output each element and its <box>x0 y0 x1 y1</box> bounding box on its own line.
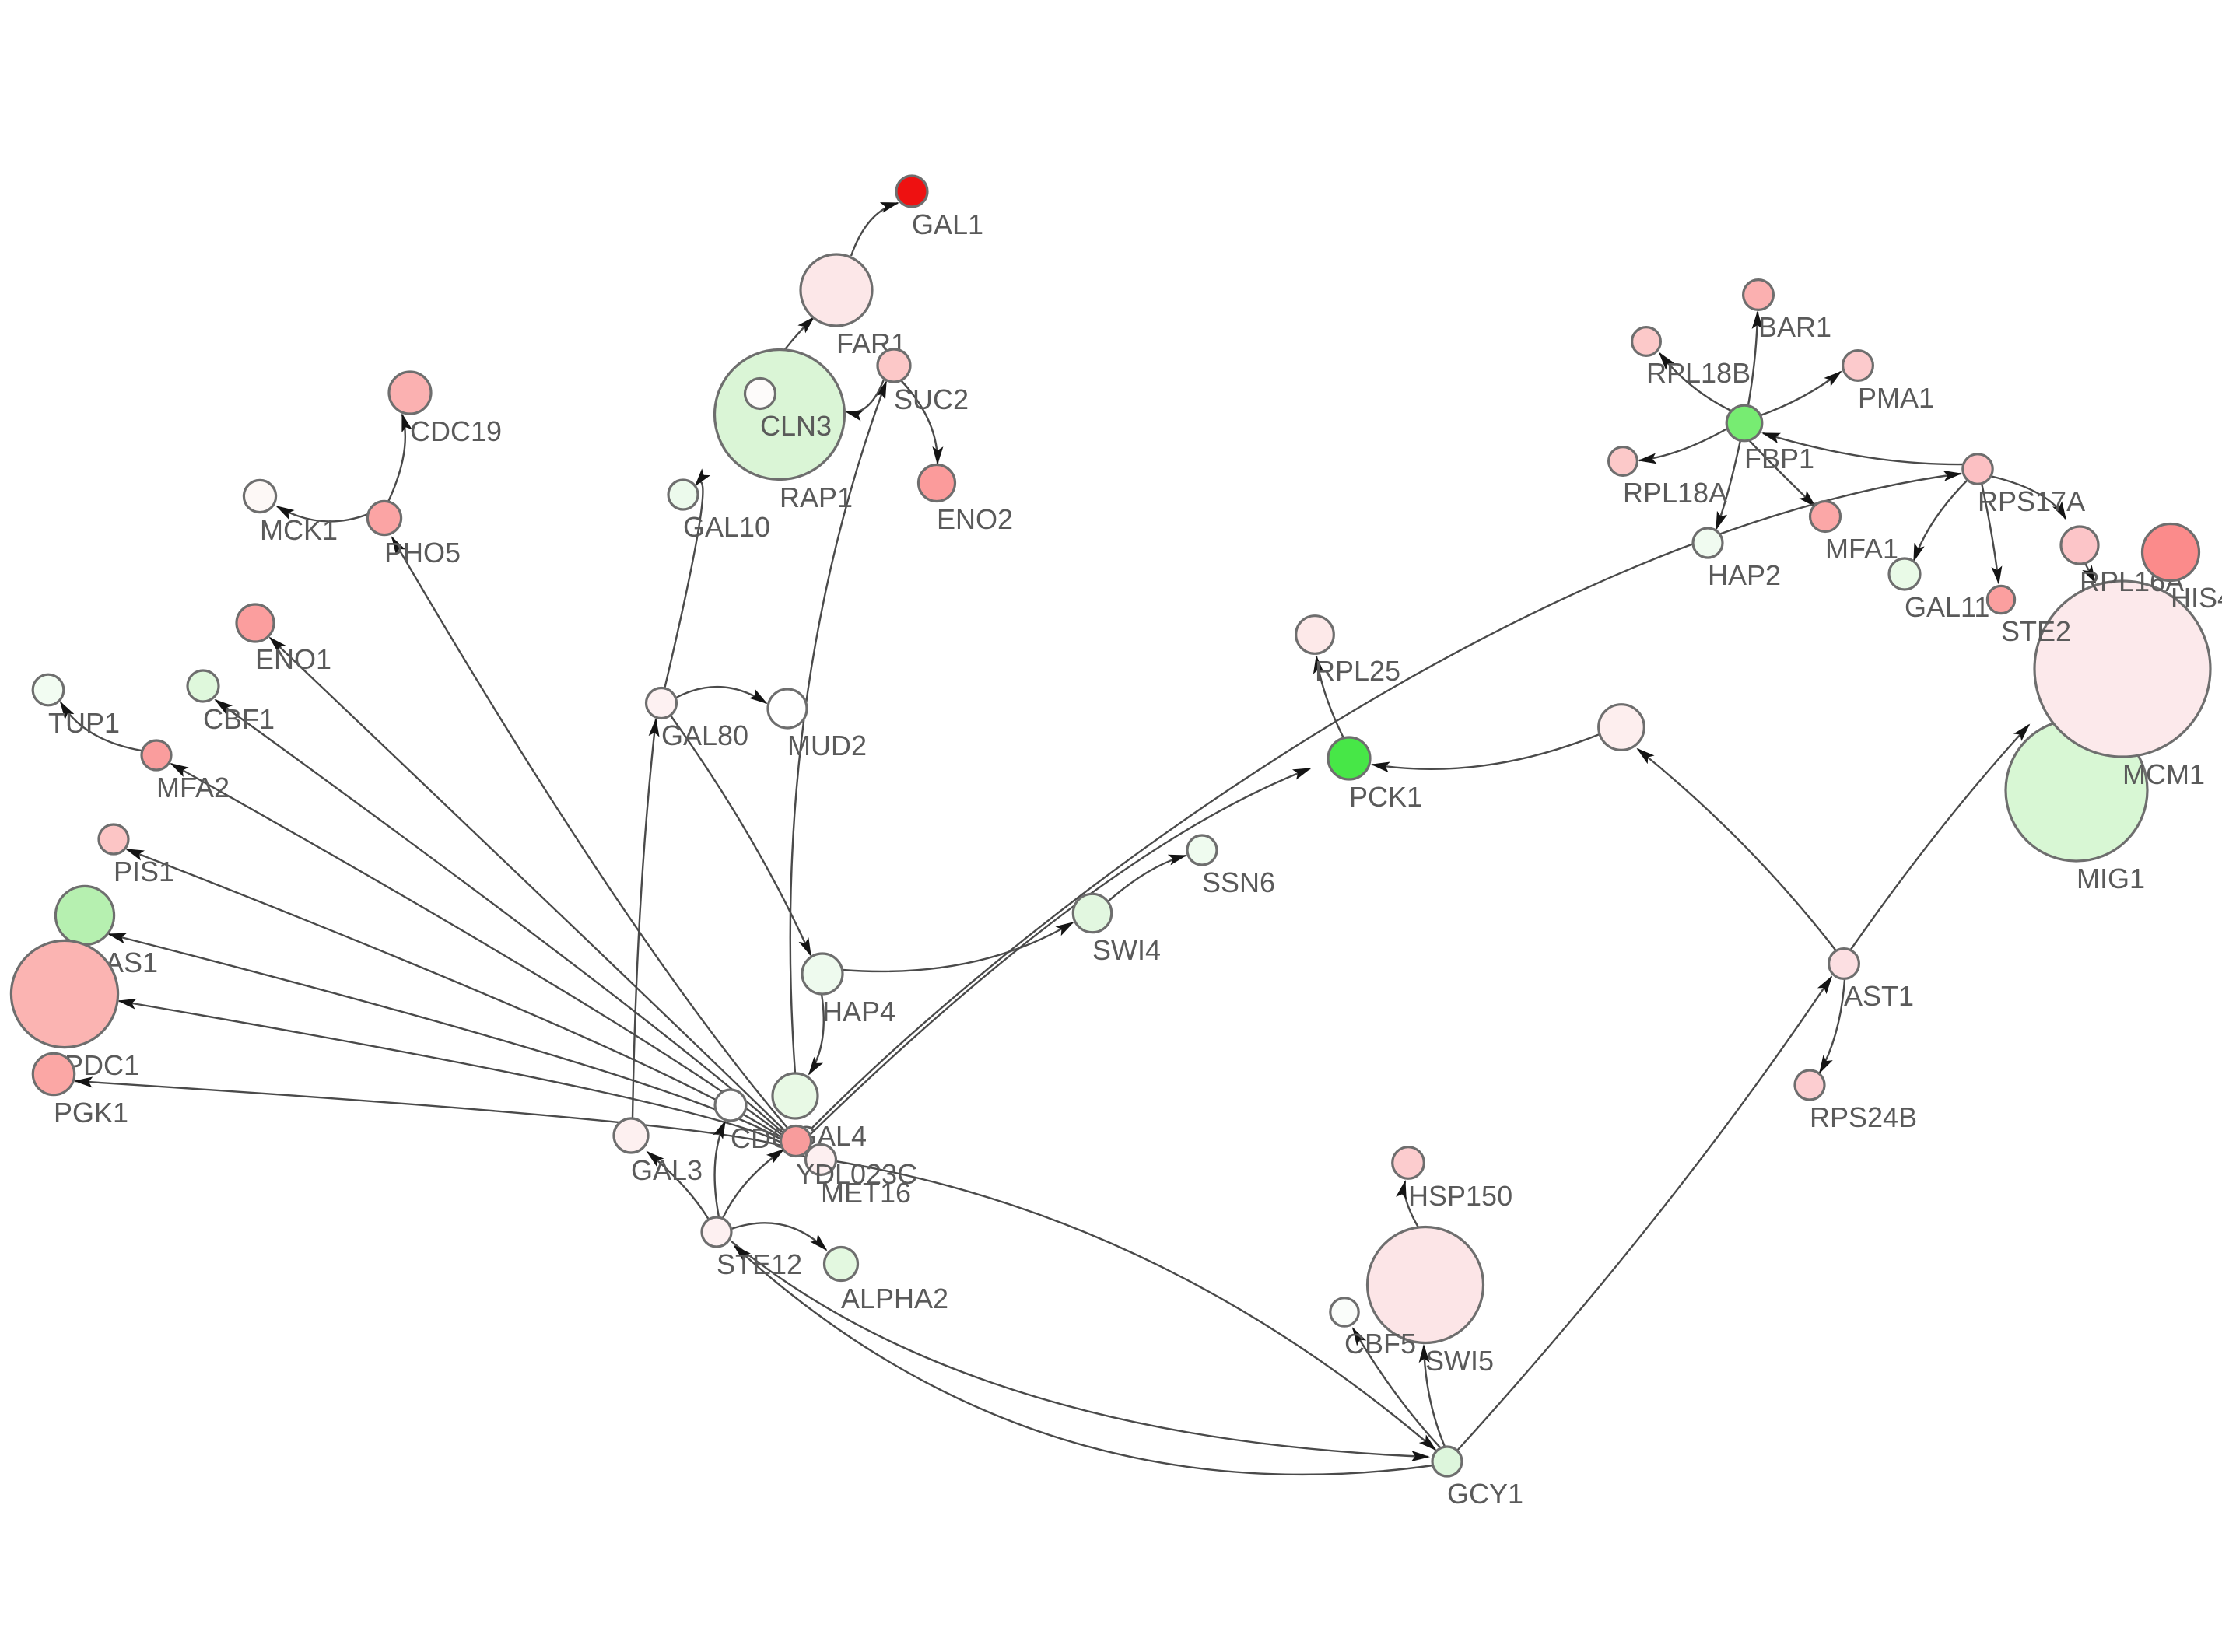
svg-text:GAL11: GAL11 <box>1905 591 1989 623</box>
svg-text:SWI4: SWI4 <box>1092 934 1161 966</box>
svg-text:SWI5: SWI5 <box>1425 1345 1494 1377</box>
svg-text:PIS1: PIS1 <box>114 856 174 887</box>
svg-text:SSN6: SSN6 <box>1202 866 1275 898</box>
svg-text:GAL10: GAL10 <box>683 511 770 543</box>
svg-text:CBF1: CBF1 <box>203 703 275 735</box>
svg-text:CBF5: CBF5 <box>1344 1328 1416 1360</box>
svg-text:MFA1: MFA1 <box>1825 533 1898 565</box>
svg-text:HAP2: HAP2 <box>1708 559 1781 591</box>
svg-text:RPS24B: RPS24B <box>1810 1101 1917 1133</box>
svg-text:RPS17A: RPS17A <box>1978 485 2085 517</box>
svg-text:RAP1: RAP1 <box>780 481 853 513</box>
svg-text:YDL023C: YDL023C <box>796 1158 917 1190</box>
svg-text:CDC19: CDC19 <box>410 415 502 447</box>
svg-text:PMA1: PMA1 <box>1858 382 1934 414</box>
svg-text:HSP150: HSP150 <box>1408 1180 1512 1212</box>
svg-text:RPL18B: RPL18B <box>1646 357 1751 389</box>
svg-text:ALPHA2: ALPHA2 <box>841 1283 948 1314</box>
svg-text:MIG1: MIG1 <box>2077 863 2145 894</box>
svg-text:MCM1: MCM1 <box>2122 758 2205 790</box>
svg-text:GAL3: GAL3 <box>631 1154 703 1186</box>
svg-text:STE2: STE2 <box>2001 615 2071 647</box>
svg-text:PDC1: PDC1 <box>65 1049 139 1081</box>
svg-text:PHO5: PHO5 <box>384 537 461 569</box>
svg-text:ENO2: ENO2 <box>937 503 1013 535</box>
svg-text:BAR1: BAR1 <box>1758 311 1831 343</box>
svg-text:GCY1: GCY1 <box>1447 1478 1523 1510</box>
svg-text:SUC2: SUC2 <box>894 383 969 415</box>
svg-text:CLN3: CLN3 <box>760 410 832 442</box>
svg-text:MET16: MET16 <box>821 1177 911 1209</box>
svg-text:ENO1: ENO1 <box>255 643 331 675</box>
svg-text:MUD2: MUD2 <box>787 730 867 761</box>
svg-text:PGK1: PGK1 <box>54 1097 128 1129</box>
svg-text:MCK1: MCK1 <box>260 514 338 546</box>
svg-text:FBP1: FBP1 <box>1744 443 1814 474</box>
svg-text:RPL25: RPL25 <box>1315 655 1400 687</box>
svg-text:HAP4: HAP4 <box>822 996 895 1027</box>
svg-text:AST1: AST1 <box>1844 980 1914 1012</box>
svg-text:MFA2: MFA2 <box>156 772 230 803</box>
svg-text:RPL18A: RPL18A <box>1623 477 1727 509</box>
svg-text:GAL80: GAL80 <box>661 719 748 751</box>
svg-text:HIS4: HIS4 <box>2171 582 2222 614</box>
svg-text:STE12: STE12 <box>717 1248 802 1280</box>
svg-text:PCK1: PCK1 <box>1349 781 1422 813</box>
svg-text:GAL1: GAL1 <box>912 208 983 240</box>
svg-text:TUP1: TUP1 <box>48 707 120 739</box>
